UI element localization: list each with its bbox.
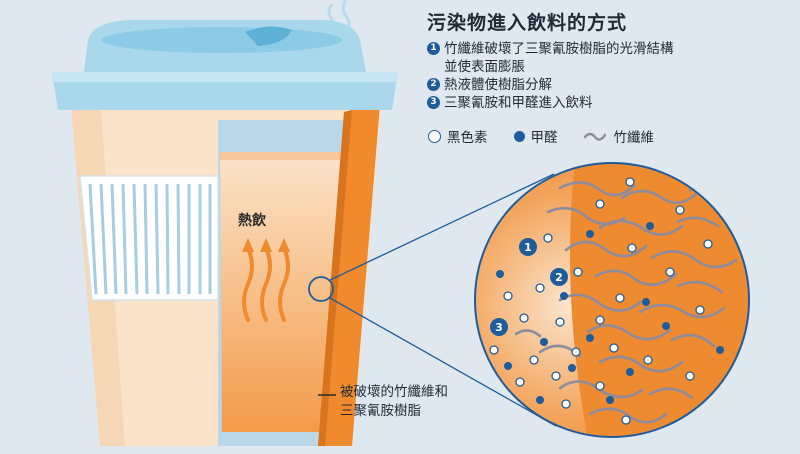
step-marker-1: 1 [519,238,537,256]
zoom-line-top [329,173,555,281]
magnified-view: 1 2 3 [475,163,749,437]
lid-opening [102,27,342,53]
bamboo-fibers [514,181,738,424]
magnified-view-border [474,162,750,438]
blue-dot-icon [513,130,525,142]
legend-item-fiber: 竹纖維 [583,126,655,146]
sip-hole [245,26,292,46]
heat-arrows [242,246,290,322]
step-marker-3: 3 [490,318,508,336]
callout-line-1: 被破壞的竹纖維和 [340,384,448,400]
legend-item-formaldehyde: 甲醛 [513,126,558,146]
zoom-line-bottom [329,297,557,427]
legend-label-formaldehyde: 甲醛 [530,130,558,146]
step-3: 3 三聚氰胺和甲醛進入飲料 [427,94,674,112]
legend-item-melamine: 黑色素 [428,126,488,146]
svg-text:1: 1 [524,241,532,254]
drink-surface [220,152,346,160]
damaged-layer-callout: 被破壞的竹纖維和 三聚氰胺樹脂 [340,383,448,421]
hot-drink-label: 熱飲 [238,213,266,229]
svg-text:2: 2 [555,271,563,284]
callout-line-2: 三聚氰胺樹脂 [340,403,421,419]
step-number-2: 2 [427,78,440,91]
step-1-line-1: 竹纖維破壞了三聚氰胺樹脂的光滑結構 [444,41,674,57]
step-marker-2: 2 [550,268,568,286]
step-2-line-1: 熱液體使樹脂分解 [444,77,552,93]
formaldehyde-particles [496,222,724,404]
step-number-1: 1 [427,42,440,55]
melamine-particles [489,177,713,425]
legend-label-fiber: 竹纖維 [613,130,655,146]
legend-label-melamine: 黑色素 [447,130,488,146]
sleeve-ribs [88,183,212,295]
heat-arrow-heads [242,238,290,252]
svg-text:3: 3 [495,321,503,334]
step-list: 1 竹纖維破壞了三聚氰胺樹脂的光滑結構 並使表面膨脹 2 熱液體使樹脂分解 3 … [427,40,674,112]
step-1-line-2: 並使表面膨脹 [444,59,525,75]
cup-wall-section [318,104,380,446]
fiber-wave-icon [583,132,606,141]
magnify-marker [308,276,334,302]
step-2: 2 熱液體使樹脂分解 [427,76,674,94]
diagram-title: 污染物進入飲料的方式 [427,12,628,34]
step-number-3: 3 [427,96,440,109]
step-3-line-1: 三聚氰胺和甲醛進入飲料 [444,95,593,111]
step-1: 1 竹纖維破壞了三聚氰胺樹脂的光滑結構 並使表面膨脹 [427,40,674,76]
white-dot-icon [428,129,441,143]
legend: 黑色素 甲醛 竹纖維 [428,126,680,146]
